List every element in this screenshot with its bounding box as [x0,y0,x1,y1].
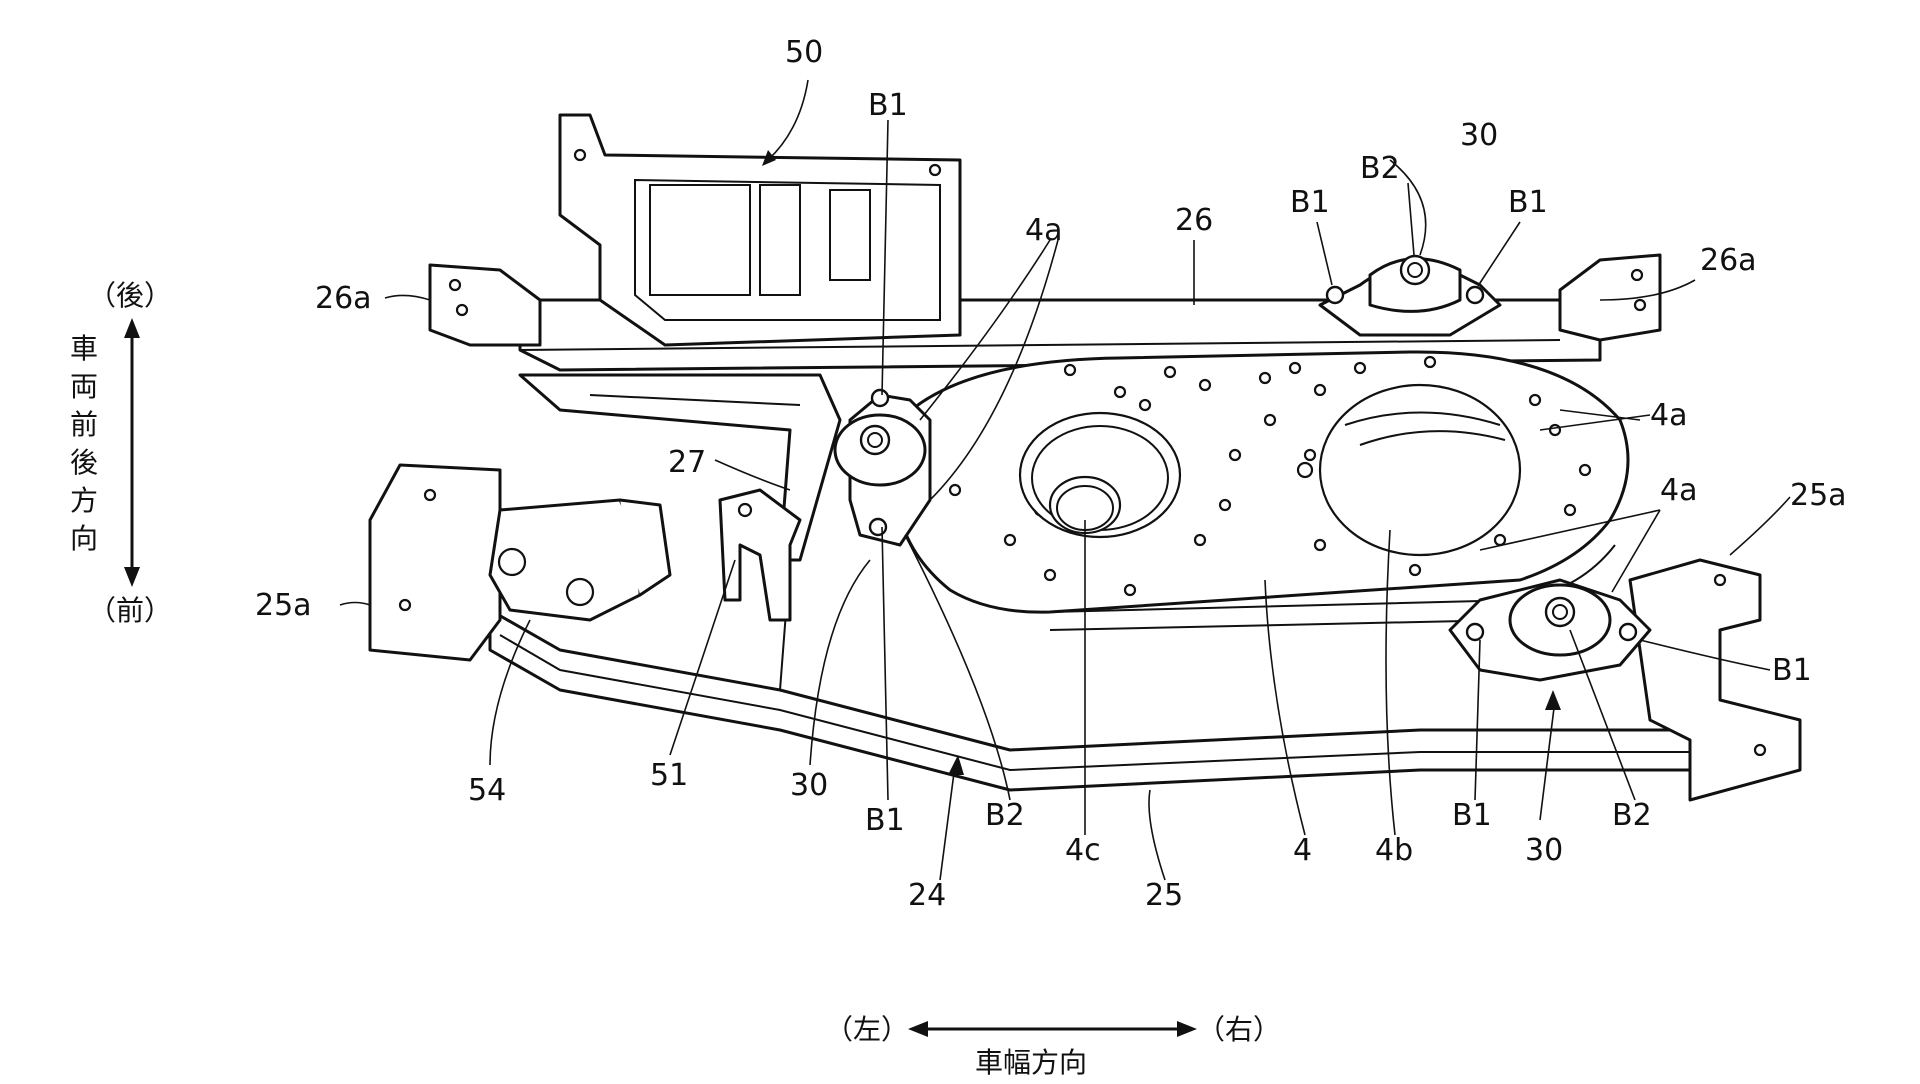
label-4a-right-low: 4a [1660,473,1697,508]
vertical-char-3: 後 [70,446,98,479]
label-27: 27 [668,445,706,480]
part-50 [558,113,962,347]
label-4: 4 [1293,833,1312,868]
opening-4c [1018,411,1182,539]
vertical-char-1: 両 [70,370,98,403]
label-4c: 4c [1065,833,1101,868]
horizontal-direction-arrow [908,1021,1197,1037]
label-4a-top: 4a [1025,213,1062,248]
mount-30-left [833,388,932,547]
opening-4b [1318,383,1522,557]
label-30-left: 30 [790,768,828,803]
label-54: 54 [468,773,506,808]
label-26: 26 [1175,203,1213,238]
label-25a-left: 25a [255,588,312,623]
label-26a-left: 26a [315,281,372,316]
label-B1-upper-left: B1 [1290,185,1330,220]
label-51: 51 [650,758,688,793]
right-label: （右） [1197,1013,1281,1046]
label-B2-bottom-left: B2 [985,798,1025,833]
leader-lines [339,79,1791,881]
label-B1-top: B1 [868,88,908,123]
left-label: （左） [825,1013,909,1046]
label-B2-bottom-right: B2 [1612,798,1652,833]
stay-51 [718,488,802,622]
mount-30-upper [1318,254,1502,337]
label-B2-top: B2 [1360,151,1400,186]
rear-label: （後） [88,279,172,312]
label-B1-bottom-right: B1 [1452,798,1492,833]
vertical-direction-arrow [124,318,140,587]
vertical-char-0: 車 [70,332,98,365]
label-30-top: 30 [1460,118,1498,153]
bracket-26a-right [1558,253,1662,342]
label-B1-bottom-left: B1 [865,803,905,838]
label-50: 50 [785,35,823,70]
vertical-char-5: 向 [70,522,98,555]
label-B1-upper-right: B1 [1508,185,1548,220]
horizontal-direction-labels: （左） （右） 車幅方向 [825,1013,1281,1079]
label-4b: 4b [1375,833,1413,868]
label-25: 25 [1145,878,1183,913]
label-24: 24 [908,878,946,913]
bracket-26a-left [428,263,542,347]
vertical-char-2: 前 [70,408,98,441]
bracket-25a-left [368,463,502,662]
label-4a-right-mid: 4a [1650,398,1687,433]
reference-labels: 50 B1 B2 30 B1 B1 26 4a 26a 26a 4a 4a 25… [255,35,1847,913]
label-25a-right: 25a [1790,478,1847,513]
vertical-direction-labels: （後） （前） 車 両 前 後 方 向 [70,279,172,627]
bracket-54 [488,498,672,622]
width-direction-label: 車幅方向 [975,1046,1087,1079]
front-label: （前） [88,594,172,627]
label-30-bottom-right: 30 [1525,833,1563,868]
label-26a-right: 26a [1700,243,1757,278]
bracket-25a-right [1628,558,1802,802]
vertical-char-4: 方 [70,484,98,517]
label-B1-right: B1 [1772,653,1812,688]
plate-holes [948,355,1592,597]
mount-30-lower [1448,578,1652,682]
